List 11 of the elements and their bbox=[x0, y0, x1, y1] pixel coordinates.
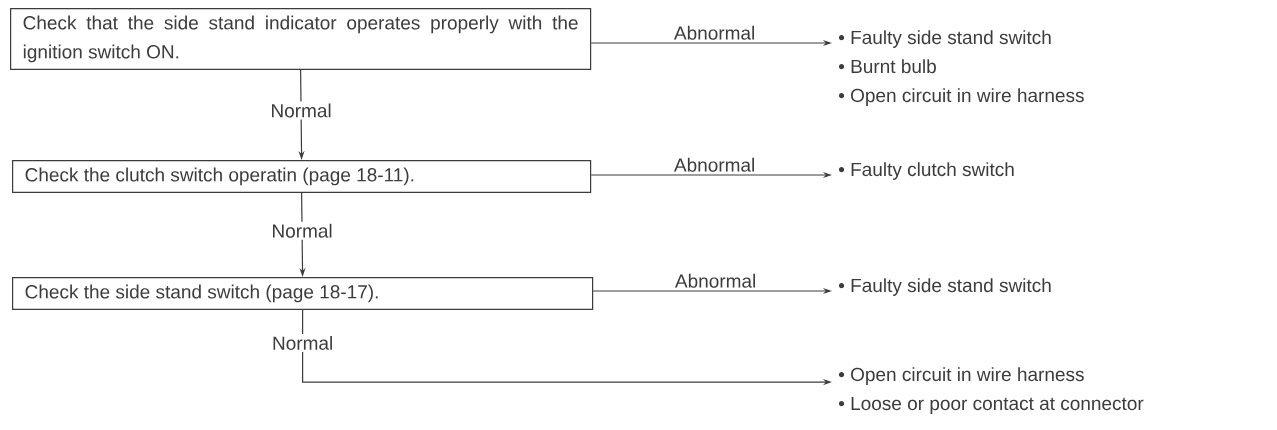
result-list: • Faulty clutch switch bbox=[838, 162, 1014, 180]
result-list: • Faulty side stand switch bbox=[838, 278, 1051, 296]
edge-label: Normal bbox=[268, 101, 334, 120]
process-box: Check the clutch switch operatin (page 18-11). bbox=[12, 160, 592, 193]
edge-label: Abnormal bbox=[674, 157, 754, 172]
process-box: Check that the side stand indicator operates properly with the ignition switch ON. bbox=[10, 8, 592, 70]
result-list: • Faulty side stand switch • Burnt bulb • Open circuit in wire harness bbox=[838, 30, 1084, 106]
result-list: • Open circuit in wire harness • Loose or poor contact at connector bbox=[838, 367, 1144, 414]
edge-label: Abnormal bbox=[674, 25, 754, 40]
edge-label: Abnormal bbox=[675, 273, 755, 288]
process-box: Check the side stand switch (page 18-17). bbox=[12, 277, 594, 310]
